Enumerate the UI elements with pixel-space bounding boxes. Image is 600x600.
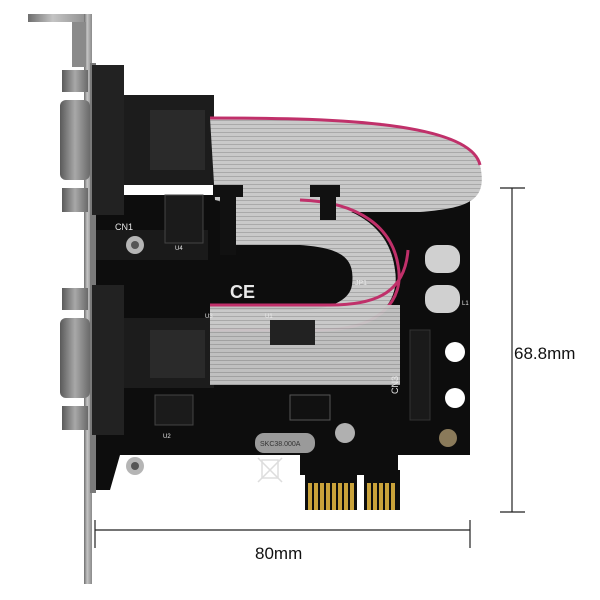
label-u1: U1 [265,314,273,320]
label-u4: U4 [175,246,183,252]
width-dimension-line [94,520,471,548]
label-ce: CE [230,282,255,302]
bracket-screws [126,236,144,475]
label-cn3: CN3 [390,376,400,394]
db9-connector-bottom [60,285,214,435]
label-crystal: SKC38.000A [260,441,301,448]
label-cn1: CN1 [115,222,133,232]
label-jp1: JP1 [355,280,367,287]
board-components [154,194,465,453]
height-dimension-line [500,187,525,513]
width-dimension-label: 80mm [255,544,303,563]
label-u2: U2 [163,434,171,440]
silkscreen-labels: CN1 CN3 CE U1 U2 U3 U4 L1 JP1 SKC38.000A [115,222,469,448]
ribbon-header-clips [213,185,340,255]
label-u3: U3 [205,314,213,320]
db9-connector-top [60,65,214,215]
ribbon-cable-top [209,116,482,212]
height-dimension-label: 68.8mm [514,344,576,363]
weee-bin-icon [257,457,283,483]
pcie-gold-fingers [305,470,400,510]
label-l1: L1 [462,301,469,307]
